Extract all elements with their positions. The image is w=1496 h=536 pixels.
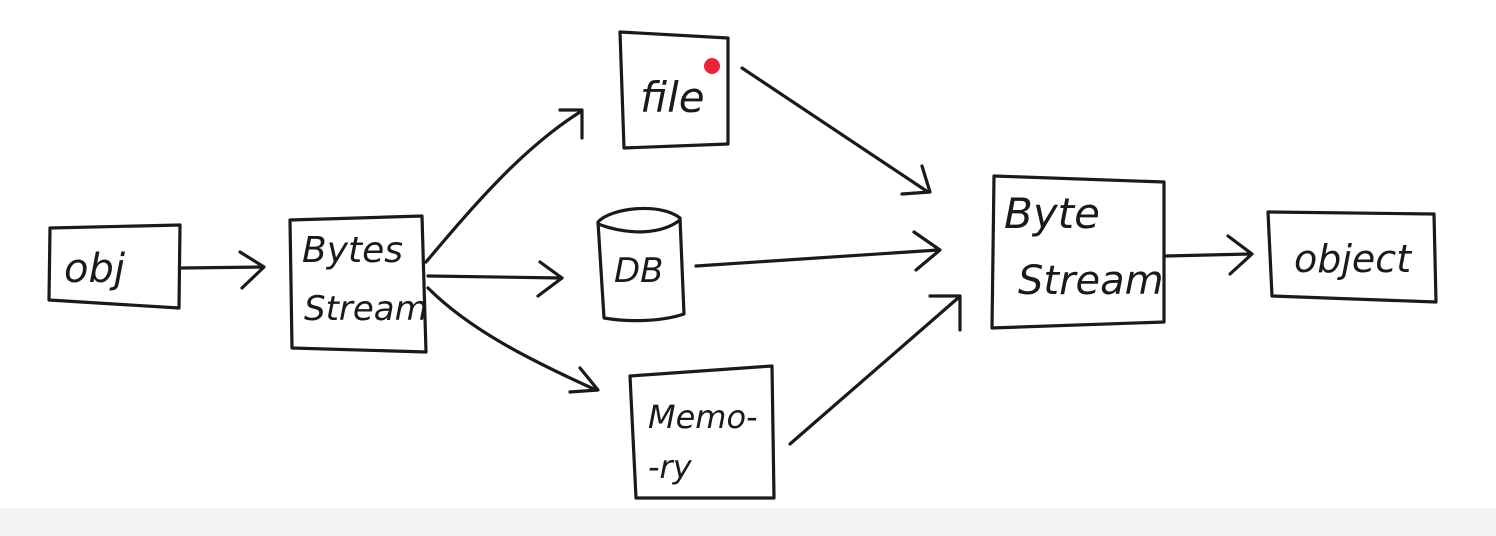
node-file: file [618,30,730,150]
node-bytes-stream: Bytes Stream [288,214,428,354]
node-file-label: file [640,73,705,122]
arrow-memory-to-byte-stream [788,294,962,446]
node-object-label: object [1294,237,1413,281]
node-obj-label: obj [64,246,126,292]
node-memory-label-line2: -ry [648,448,693,486]
arrow-byte-stream-to-object [1164,234,1254,276]
arrow-obj-to-bytes-stream [180,250,266,290]
node-db-label: DB [614,251,664,291]
node-byte-stream: Byte Stream [990,174,1166,330]
node-bytes-stream-label-line2: Stream [304,289,428,329]
node-memory: Memo- -ry [628,364,776,500]
node-byte-stream-label-line2: Stream [1018,258,1164,304]
bottom-strip [0,508,1496,536]
node-memory-label-line1: Memo- [648,398,758,436]
node-obj: obj [47,223,182,310]
arrow-bytes-stream-to-file [424,108,584,264]
node-bytes-stream-label-line1: Bytes [302,230,403,271]
arrow-file-to-byte-stream [740,66,932,196]
arrow-db-to-byte-stream [694,230,942,272]
node-byte-stream-label-line1: Byte [1004,189,1100,238]
arrow-bytes-stream-to-db [426,260,564,298]
node-db: DB [596,206,686,323]
arrow-bytes-stream-to-memory [426,286,600,394]
node-object: object [1266,210,1438,304]
pointer-dot-icon [704,58,720,74]
